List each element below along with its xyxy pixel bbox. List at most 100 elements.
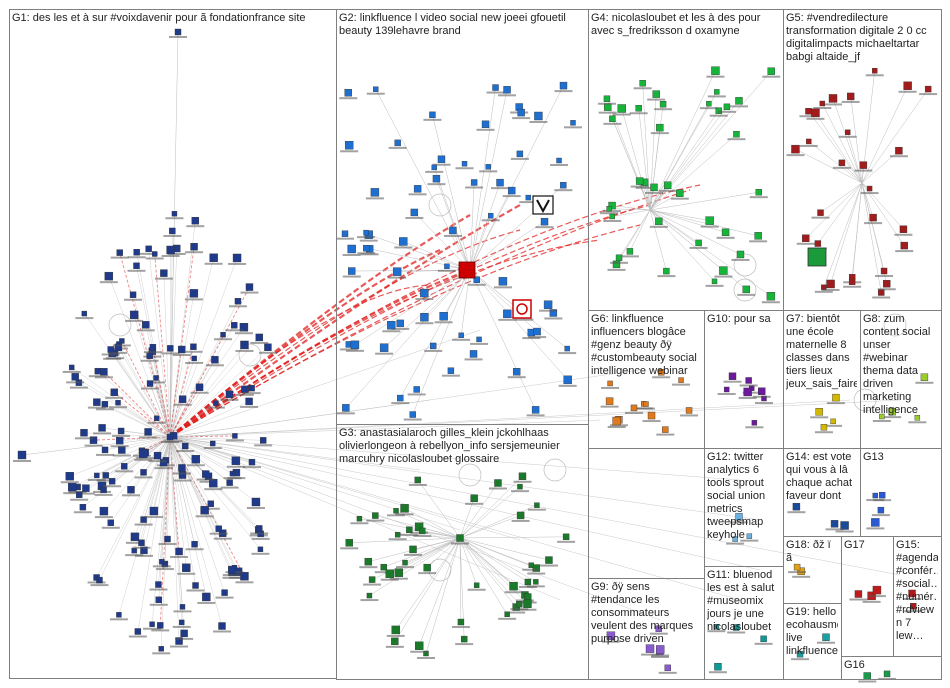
g1-node bbox=[134, 469, 153, 479]
g2-node bbox=[529, 111, 548, 124]
edge bbox=[169, 337, 260, 438]
g15-node bbox=[904, 603, 923, 613]
g5-node bbox=[889, 147, 908, 158]
g1-node bbox=[185, 541, 204, 551]
g1-node bbox=[144, 506, 163, 519]
g1-node bbox=[151, 622, 170, 632]
edge bbox=[169, 301, 239, 438]
g5-node bbox=[875, 267, 894, 278]
big-node-logo-mark bbox=[536, 199, 550, 214]
g2-node bbox=[424, 342, 443, 352]
g1-node bbox=[186, 216, 205, 228]
g1-hub-node bbox=[161, 433, 179, 443]
g2-node bbox=[539, 300, 558, 312]
edge bbox=[103, 436, 171, 512]
self-loop bbox=[733, 253, 757, 277]
g1-node bbox=[240, 283, 259, 294]
g2-node bbox=[434, 312, 453, 324]
g4-node bbox=[630, 177, 649, 188]
g11-node bbox=[707, 624, 726, 633]
g2-node bbox=[340, 141, 359, 153]
edge bbox=[649, 127, 661, 211]
g1-node bbox=[186, 455, 205, 467]
edge bbox=[861, 182, 888, 284]
g2-node bbox=[563, 120, 582, 129]
g1-node bbox=[184, 343, 203, 353]
g3-node bbox=[504, 582, 523, 594]
g1-node bbox=[139, 428, 158, 439]
g4-node bbox=[707, 89, 726, 98]
self-loop bbox=[883, 313, 907, 337]
edge bbox=[459, 537, 514, 587]
g3-node bbox=[557, 533, 576, 543]
g3-node bbox=[386, 625, 405, 637]
group-box-g10 bbox=[704, 310, 784, 449]
g10-node bbox=[739, 377, 758, 387]
g1-node bbox=[103, 478, 122, 488]
g1-node bbox=[173, 395, 192, 406]
g2-node bbox=[403, 411, 422, 421]
g3-node bbox=[380, 569, 399, 581]
edge bbox=[169, 249, 171, 438]
g1-node bbox=[215, 589, 234, 599]
g7-node bbox=[824, 418, 843, 427]
g3-hub-node bbox=[451, 534, 469, 545]
group-box-g16 bbox=[841, 656, 942, 680]
g4-node bbox=[633, 80, 652, 90]
g5-node bbox=[865, 68, 884, 77]
g1-node bbox=[185, 243, 204, 254]
g1-node bbox=[258, 343, 277, 354]
g4-node bbox=[699, 100, 718, 110]
g1-node bbox=[175, 629, 194, 640]
g1-node bbox=[93, 424, 112, 435]
edge bbox=[169, 31, 179, 438]
g5-node bbox=[895, 241, 914, 253]
g4-node bbox=[729, 97, 748, 108]
edge bbox=[71, 367, 171, 438]
g9-node bbox=[649, 625, 668, 635]
edge bbox=[169, 230, 173, 438]
g1-node bbox=[143, 621, 162, 630]
g5-node bbox=[898, 81, 917, 93]
edge bbox=[820, 182, 863, 213]
g3-node bbox=[366, 512, 385, 522]
edge bbox=[119, 252, 171, 438]
edge bbox=[169, 399, 431, 438]
g4-node bbox=[603, 201, 622, 213]
g4-node bbox=[603, 213, 622, 222]
g1-node bbox=[212, 622, 231, 633]
g2-node bbox=[415, 313, 434, 325]
group-box-g5 bbox=[783, 9, 942, 311]
g2-node bbox=[391, 319, 410, 330]
edges-layer bbox=[21, 31, 929, 654]
g1-node bbox=[121, 486, 140, 497]
g1-node bbox=[112, 338, 131, 347]
edge bbox=[459, 537, 532, 566]
g17-node bbox=[849, 590, 868, 601]
edge bbox=[459, 537, 517, 608]
g2-node bbox=[491, 178, 510, 190]
edge bbox=[130, 436, 171, 490]
g6-node bbox=[642, 411, 661, 423]
edge bbox=[469, 182, 475, 271]
edge bbox=[649, 191, 759, 211]
g10-node bbox=[723, 372, 742, 383]
g1-node bbox=[73, 504, 92, 514]
g1-node bbox=[70, 491, 89, 501]
g6-node bbox=[652, 369, 671, 379]
edge bbox=[169, 329, 481, 438]
group-box-g15 bbox=[893, 536, 942, 657]
g4-node bbox=[716, 228, 735, 239]
edge bbox=[460, 269, 471, 336]
edge bbox=[354, 269, 471, 346]
edge bbox=[417, 479, 461, 539]
edge bbox=[808, 111, 863, 184]
edge bbox=[143, 436, 171, 520]
edge bbox=[154, 253, 171, 438]
g2-node bbox=[423, 111, 442, 121]
g4-node bbox=[705, 278, 724, 287]
g1-node bbox=[125, 310, 144, 322]
g1-node bbox=[234, 323, 253, 335]
edge bbox=[369, 537, 461, 596]
edge bbox=[117, 402, 171, 438]
